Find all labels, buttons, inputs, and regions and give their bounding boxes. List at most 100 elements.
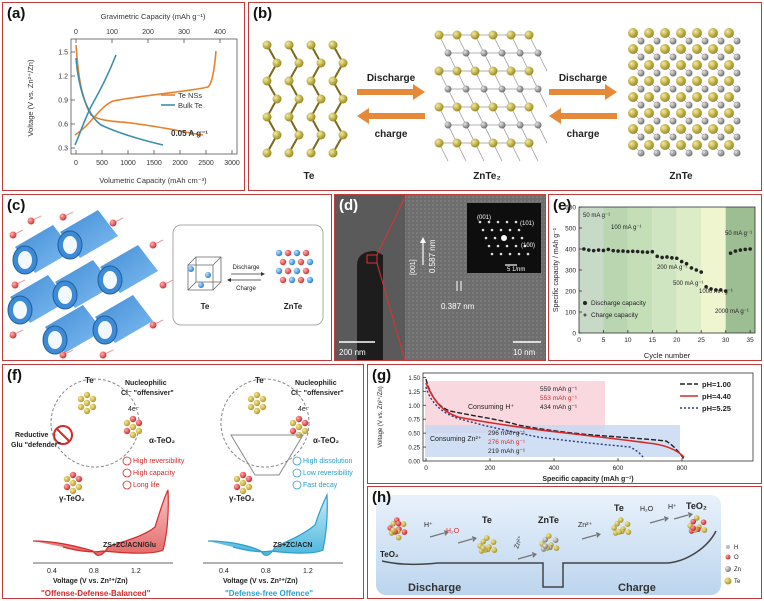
y-tick-label: 300: [565, 268, 576, 275]
top-tick-label: 0: [74, 29, 78, 36]
y-tick-label: 1.2: [58, 74, 68, 81]
panel-label: (f): [7, 367, 22, 384]
consuming-h-title: Consuming H⁺: [468, 404, 514, 411]
panel-label: (h): [372, 489, 392, 506]
panel-b: (b) Discharge charge Discharge charge Te…: [248, 2, 762, 191]
panel-label: (e): [553, 197, 572, 214]
discharge-point: [674, 256, 679, 261]
right-alpha-label: α-TeO₂: [313, 436, 340, 445]
panel-d: (d) (001) (101) (100) 5 1/nm [001] 0.587…: [334, 194, 546, 361]
left-4e: 4e⁻: [128, 406, 140, 413]
discharge-point: [582, 247, 586, 251]
saed-scale: 5 1/nm: [507, 267, 525, 273]
alpha-teo2-icon: [289, 415, 309, 439]
znte2-structure: [434, 30, 548, 162]
gamma-teo2-icon: [63, 471, 83, 495]
mechanism-inset: [172, 224, 324, 326]
y-tick-label: 200: [565, 289, 576, 296]
left-cv-xlabel: Voltage (V vs. Zn²⁺/Zn): [53, 578, 128, 585]
charge-label: Charge: [618, 582, 656, 594]
y-tick-label: 0.9: [58, 98, 68, 105]
discharge-arrow-2: [549, 84, 617, 100]
panel-h: (h) TeO₂ H⁺ H₂O Te Zn²⁺ ZnTe Zn²⁺ Te H₂O…: [367, 486, 762, 599]
y-tick-label: 0.50: [408, 432, 420, 438]
discharge-point: [748, 247, 752, 251]
discharge-label-2: Discharge: [559, 73, 608, 84]
discharge-point: [718, 288, 723, 292]
y-tick-label: 0.25: [408, 446, 420, 452]
right-gamma-label: γ-TeO₂: [229, 494, 255, 503]
left-cv-name: ZS+ZC/ACN/Glu: [103, 542, 156, 549]
right-tick-3: 1.2: [303, 568, 313, 575]
y-tick-label: 1.50: [408, 376, 420, 382]
right-4e: 4e⁻: [298, 406, 310, 413]
saed-label-100: (100): [521, 243, 535, 249]
right-offensiver: Cl⁻ "offensiver": [291, 390, 344, 397]
x-tick-label: 3000: [224, 160, 240, 167]
left-gamma-label: γ-TeO₂: [59, 494, 85, 503]
tem-images: (001) (101) (100) 5 1/nm [001] 0.587 nm …: [335, 195, 545, 360]
right-tick-1: 0.4: [219, 568, 229, 575]
left-tick-2: 0.8: [89, 568, 99, 575]
discharge-point: [626, 249, 630, 254]
atom-legend: H O Zn Te: [724, 545, 741, 585]
left-offensiver: Cl⁻ "offensiver": [121, 390, 174, 397]
discharge-arrow-1: [357, 84, 425, 100]
top-tick-label: 300: [178, 29, 190, 36]
x-tick-label: 2500: [198, 160, 214, 167]
discharge-point: [616, 249, 620, 253]
discharge-point: [630, 249, 635, 254]
discharge-point: [699, 270, 704, 274]
right-cv-xlabel: Voltage (V vs. Zn²⁺/Zn): [223, 578, 298, 585]
discharge-point: [596, 248, 601, 252]
discharge-point: [689, 266, 694, 270]
y-axis-title: Voltage (V vs. Zn²⁺/Zn): [377, 386, 384, 448]
charge-label-1: charge: [375, 129, 408, 140]
h-ion-right-label: H⁺: [668, 504, 677, 511]
x-tick-label: 1000: [120, 160, 136, 167]
gamma-teo2-icon: [233, 471, 253, 495]
discharge-label: Discharge: [408, 582, 461, 594]
rate-label: 200 mA g⁻¹: [657, 265, 688, 271]
discharge-point: [586, 248, 591, 252]
panel-label: (g): [372, 367, 392, 384]
znte-label: ZnTe: [538, 515, 559, 525]
right-cv-curve: [207, 492, 328, 556]
discharge-point: [714, 288, 718, 292]
legend-ph-4.4: pH=4.40: [702, 392, 731, 401]
right-reaction-circle: [220, 378, 310, 468]
x-tick-label: 10: [624, 337, 632, 344]
te-cluster-icon: [77, 391, 97, 415]
ph-1-curve: [425, 378, 685, 460]
right-point-3: Fast decay: [303, 482, 338, 489]
y-axis-title: Voltage (V vs. Zn²⁺/Zn): [26, 59, 35, 136]
left-cv-curve: [32, 489, 169, 556]
discharge-point: [704, 285, 708, 289]
charge-arrow-1: [357, 108, 425, 124]
alpha-teo2-icon: [123, 415, 143, 439]
left-tick-1: 0.4: [47, 568, 57, 575]
left-alpha-label: α-TeO₂: [149, 436, 176, 445]
right-tick-2: 0.8: [261, 568, 271, 575]
d-spacing-2: 0.387 nm: [441, 302, 475, 311]
x-tick-label: 0: [424, 465, 428, 472]
zoom-line-top: [376, 196, 406, 256]
x-tick-label: 0: [74, 160, 78, 167]
zn-cap-2: 276 mAh g⁻¹: [488, 439, 526, 446]
y-tick-label: 0.75: [408, 418, 420, 424]
discharge-point: [640, 250, 645, 254]
y-tick-label: 0.6: [58, 122, 68, 129]
left-te-label: Te: [85, 376, 94, 385]
teo2-right-label: TeO₂: [686, 501, 707, 511]
zn-cap-1: 296 mAh g⁻¹: [488, 430, 526, 437]
consuming-zn-title: Consuming Zn²⁺: [430, 436, 482, 443]
legend-ph-1: pH=1.00: [702, 380, 731, 389]
discharge-point: [738, 248, 743, 252]
structure-diagram-b: Discharge charge Discharge charge Te ZnT…: [262, 28, 741, 182]
x-tick-label: 800: [677, 465, 688, 472]
legend-h: H: [734, 545, 738, 551]
d-spacing-1: 0.587 nm: [428, 239, 437, 273]
discharge-point: [665, 255, 669, 259]
